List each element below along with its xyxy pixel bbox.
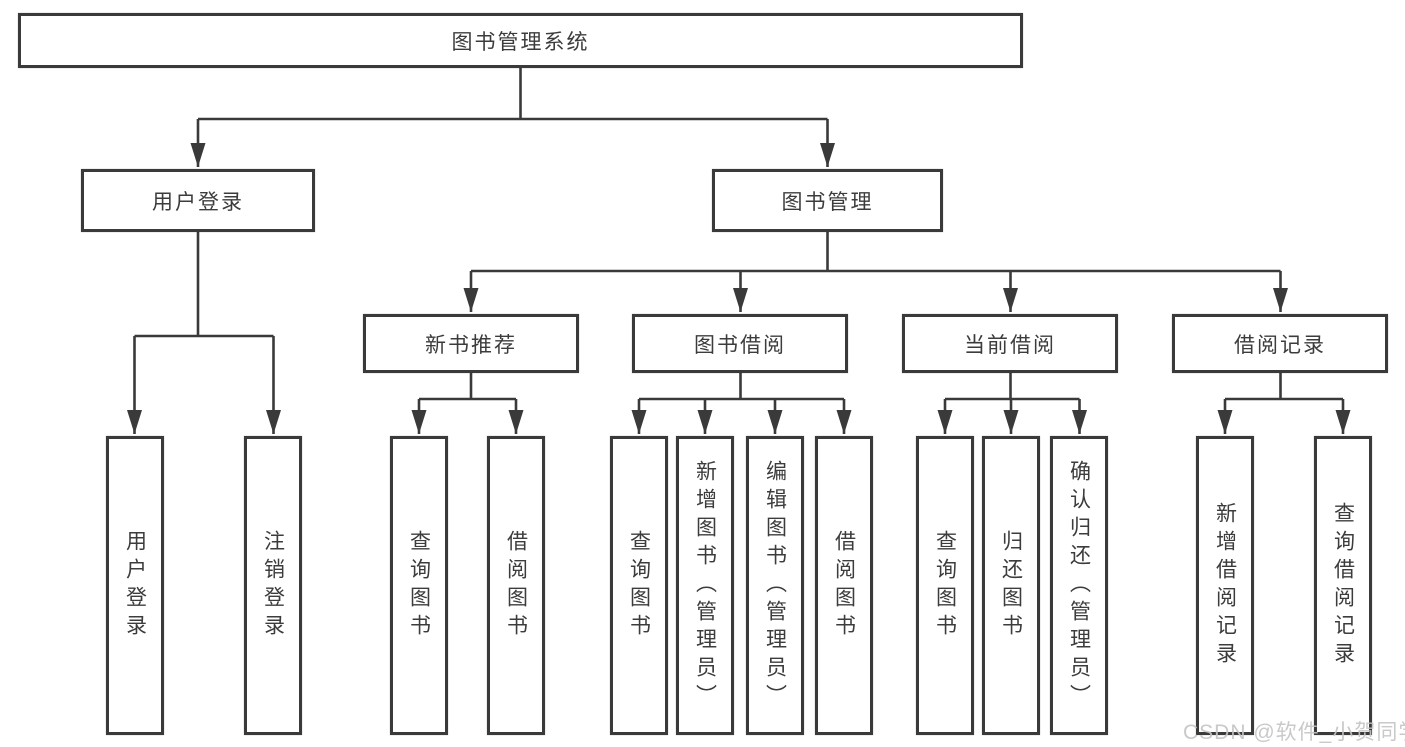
- node-new-book-recommend: 新书推荐: [363, 314, 579, 373]
- leaf-borrow-books-recommend: 借阅图书: [487, 436, 545, 735]
- node-borrow-records: 借阅记录: [1172, 314, 1388, 373]
- connector-userlogin-to-leaves: [127, 232, 281, 434]
- leaf-query-books-borrowing: 查询图书: [610, 436, 668, 735]
- connector-root-to-level2: [190, 68, 835, 167]
- node-book-borrowing: 图书借阅: [632, 314, 848, 373]
- watermark: CSDN @软件_小贺同学: [1183, 721, 1405, 744]
- node-current-borrowing: 当前借阅: [902, 314, 1118, 373]
- leaf-user-login: 用户登录: [106, 436, 164, 735]
- leaf-query-borrow-record: 查询借阅记录: [1314, 436, 1372, 735]
- leaf-borrow-books-borrowing: 借阅图书: [815, 436, 873, 735]
- connector-borrowing-to-leaves: [631, 373, 852, 434]
- connector-newbook-to-leaves: [411, 373, 524, 434]
- leaf-return-book: 归还图书: [982, 436, 1040, 735]
- node-user-login: 用户登录: [81, 169, 315, 232]
- leaf-edit-book-admin: 编辑图书（管理员）: [746, 436, 804, 735]
- leaf-add-borrow-record: 新增借阅记录: [1196, 436, 1254, 735]
- leaf-confirm-return-admin: 确认归还（管理员）: [1050, 436, 1108, 735]
- connector-current-to-leaves: [937, 373, 1087, 434]
- leaf-query-books-recommend: 查询图书: [390, 436, 448, 735]
- connector-records-to-leaves: [1217, 373, 1351, 434]
- leaf-add-book-admin: 新增图书（管理员）: [676, 436, 734, 735]
- node-book-management: 图书管理: [712, 169, 943, 232]
- leaf-query-books-current: 查询图书: [916, 436, 974, 735]
- node-root-system: 图书管理系统: [18, 13, 1023, 68]
- leaf-logout: 注销登录: [244, 436, 302, 735]
- connector-bookmgmt-to-level3: [463, 232, 1288, 312]
